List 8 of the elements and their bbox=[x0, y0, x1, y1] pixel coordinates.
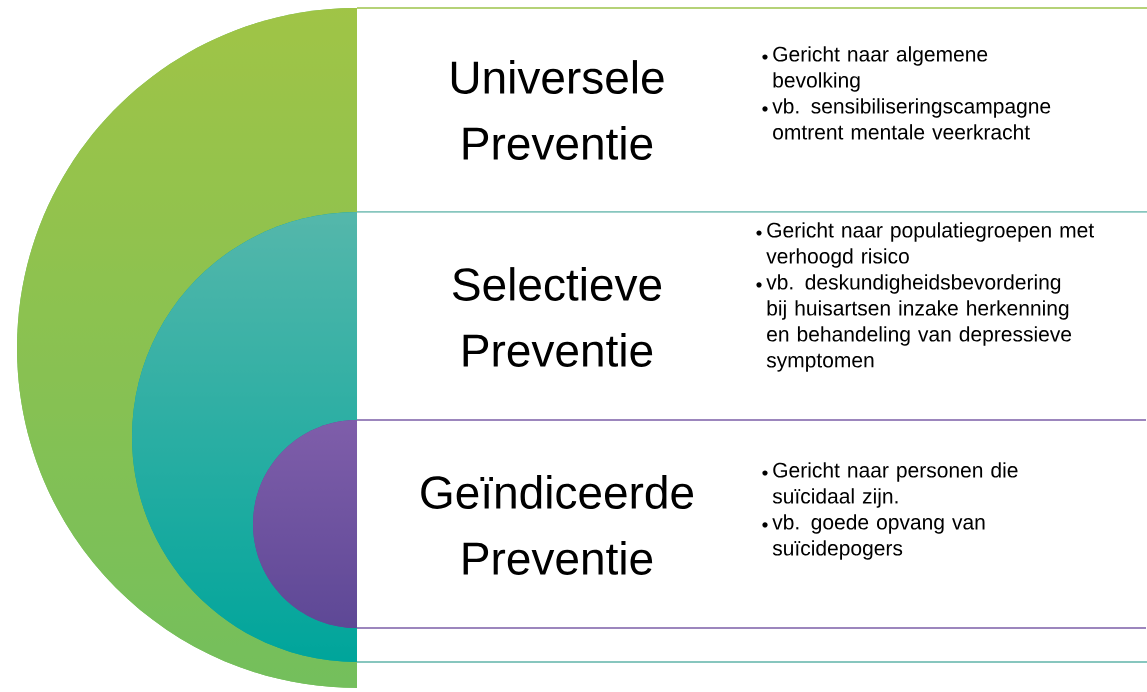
heading: Selectieve Preventie bbox=[453, 267, 662, 367]
heading: Geïndiceerde Preventie bbox=[421, 475, 693, 575]
bullet-text: vb. deskundigheidsbevordering bij huisartsen inzake herkenning en behandeling van depressieve symptomen bbox=[766, 274, 1072, 372]
node-text: Geïndiceerde Preventie Gericht naar personen die suïcidaal zijn. vb. goede opvang van suïcidepogers bbox=[421, 462, 1018, 575]
bullet-text: vb. sensibiliseringscampagne omtrent mentale veerkracht bbox=[772, 98, 1051, 140]
bullet-text: vb. goede opvang van suïcidepogers bbox=[772, 514, 985, 560]
heading: Universele Preventie bbox=[451, 60, 664, 160]
bullet-text: Gericht naar personen die suïcidaal zijn. bbox=[772, 462, 1018, 508]
